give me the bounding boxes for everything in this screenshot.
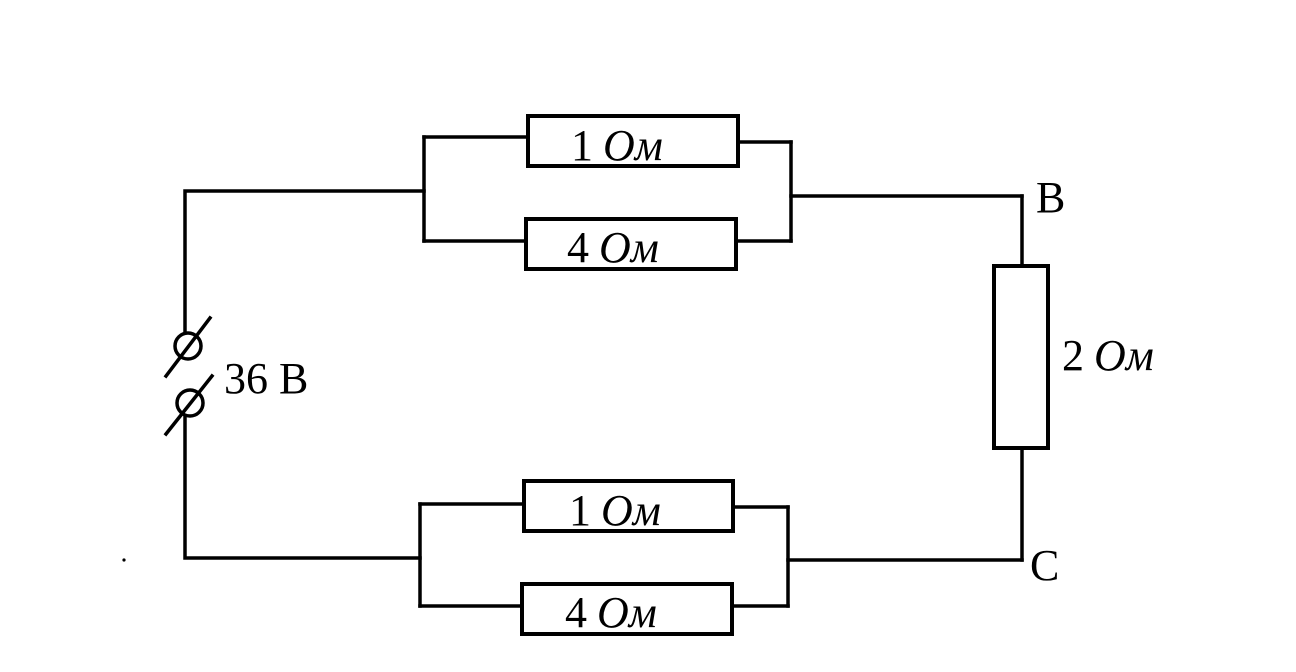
source-voltage-label: 36 В [224,354,308,403]
source-terminal-upper [163,315,213,379]
node-b-label: B [1036,173,1065,222]
source-terminal-lower [163,373,215,437]
resistor-top-upper [526,114,740,168]
resistor-bottom-upper [522,479,735,533]
wire-left-upper [183,189,426,338]
resistor-bottom-lower [520,582,734,636]
resistor-top-lower [524,217,738,271]
wire-left-lower [183,406,422,560]
stray-dot [122,558,126,562]
node-c-label: C [1030,541,1059,590]
resistor-right [992,264,1050,450]
